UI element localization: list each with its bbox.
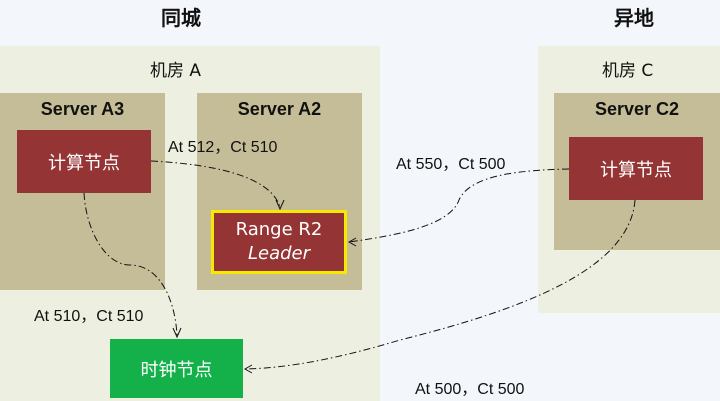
header-same-city: 同城 [161,6,201,30]
arrowhead-icon [275,199,285,211]
compute-node-a3: 计算节点 [17,130,151,193]
arrowhead-icon [243,364,253,374]
arrow-c2-to-r2 [348,168,570,243]
leader-label: Leader [247,243,311,264]
label-c2-to-r2: At 550，Ct 500 [396,156,506,173]
arrow-c2-to-clock [244,199,636,370]
range-r2-label: Range R2 [235,219,323,240]
label-a3-to-r2: At 512，Ct 510 [168,139,278,156]
arrowhead-icon [172,327,182,339]
room-a-label: 机房 A [150,61,202,81]
room-c-label: 机房 C [602,61,654,81]
clock-node: 时钟节点 [110,339,243,398]
server-c2-label: Server C2 [594,99,680,119]
server-a3-label: Server A3 [40,99,125,119]
range-r2-leader: Range R2 Leader [211,210,347,274]
label-a3-to-clock: At 510，Ct 510 [34,308,144,325]
compute-node-c2: 计算节点 [569,137,703,200]
header-remote: 异地 [614,6,654,30]
arrow-a3-to-r2 [150,160,281,208]
server-a2-label: Server A2 [237,99,322,119]
label-c2-to-clock: At 500，Ct 500 [415,381,525,398]
arrow-a3-to-clock [83,192,178,336]
arrowhead-icon [347,237,357,247]
